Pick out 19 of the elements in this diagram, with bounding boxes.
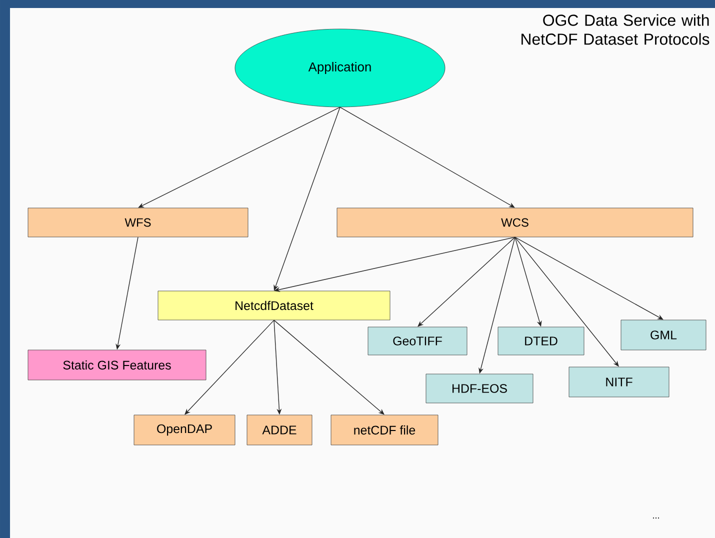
- format-box: GeoTIFF: [368, 326, 468, 356]
- format-box: NITF: [568, 366, 670, 398]
- protocol-box: netCDF file: [330, 414, 438, 446]
- process-box: WFS: [28, 208, 248, 238]
- process-box: WCS: [336, 208, 694, 238]
- feature-box: Static GIS Features: [28, 350, 206, 380]
- arrow: [418, 236, 516, 327]
- protocol-box: ADDE: [246, 414, 312, 446]
- format-box: HDF-EOS: [426, 374, 534, 404]
- oval-node: Application: [234, 28, 446, 108]
- arrow: [274, 320, 384, 415]
- protocol-box: OpenDAP: [134, 414, 236, 446]
- arrow: [514, 236, 664, 320]
- title: OGC Data Service with NetCDF Dataset Protocols: [522, 14, 710, 45]
- format-box: GML: [620, 320, 706, 350]
- process-box: NetcdfDataset: [158, 290, 390, 320]
- arrow: [138, 106, 340, 208]
- format-box: DTED: [498, 326, 584, 356]
- arrow: [340, 106, 515, 208]
